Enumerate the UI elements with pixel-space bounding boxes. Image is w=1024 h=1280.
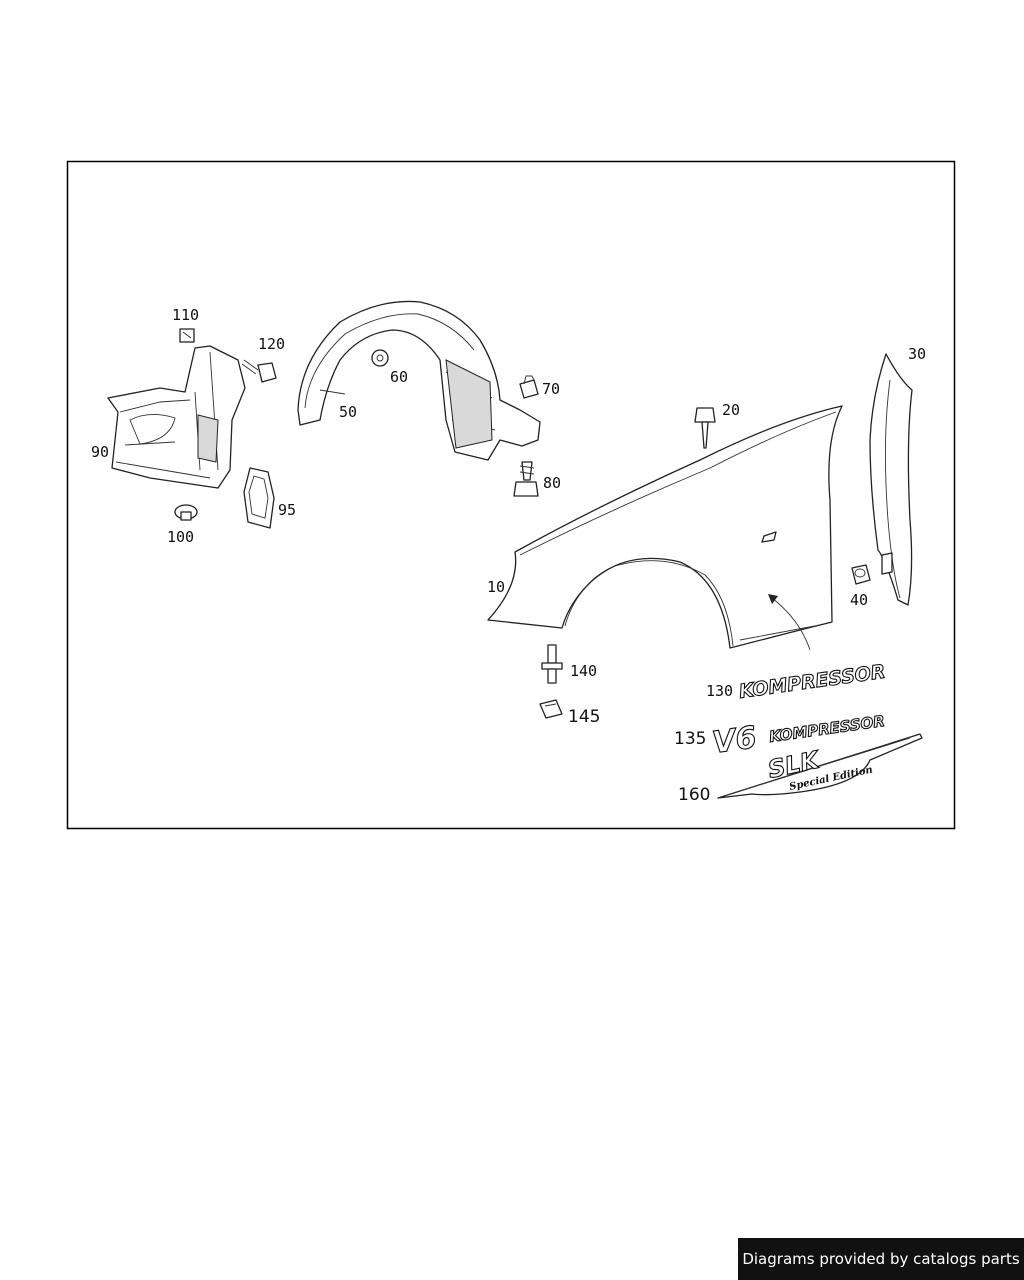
label-135: 135 xyxy=(674,729,706,749)
part-40-nut xyxy=(851,564,871,585)
part-95-gasket xyxy=(243,467,275,529)
part-120-screw xyxy=(241,359,277,383)
label-60: 60 xyxy=(390,368,408,386)
label-80: 80 xyxy=(543,474,561,492)
footer-text: Diagrams provided by catalogs parts xyxy=(742,1250,1020,1268)
part-50-wheel-liner xyxy=(297,300,541,461)
part-140-stud xyxy=(541,644,563,684)
part-90-bracket xyxy=(107,345,246,489)
label-30: 30 xyxy=(908,345,926,363)
label-160: 160 xyxy=(678,785,710,805)
label-95: 95 xyxy=(278,501,296,519)
label-50: 50 xyxy=(339,403,357,421)
label-20: 20 xyxy=(722,401,740,419)
part-80-screw xyxy=(513,461,539,497)
label-110: 110 xyxy=(172,306,199,324)
label-100: 100 xyxy=(167,528,194,546)
part-110-clip xyxy=(179,328,195,343)
label-10: 10 xyxy=(487,578,505,596)
part-100-nut xyxy=(174,504,198,521)
label-140: 140 xyxy=(570,662,597,680)
part-10-fender xyxy=(487,405,843,649)
emblem-135-kompressor-text: KOMPRESSOR xyxy=(768,712,886,746)
part-145-clip-nut xyxy=(539,699,563,719)
footer-banner: Diagrams provided by catalogs parts xyxy=(738,1238,1024,1280)
part-60-grommet xyxy=(371,349,389,367)
part-70-nut xyxy=(519,375,539,399)
emblem-135-v6-text: V6 xyxy=(710,720,759,761)
label-90: 90 xyxy=(91,443,109,461)
part-30-seal xyxy=(869,353,913,606)
label-40: 40 xyxy=(850,591,868,609)
emblem-130-text: KOMPRESSOR xyxy=(738,661,887,703)
label-145: 145 xyxy=(568,707,600,727)
label-70: 70 xyxy=(542,380,560,398)
arrow-130 xyxy=(768,594,811,651)
label-120: 120 xyxy=(258,335,285,353)
part-20-screw xyxy=(694,407,716,449)
label-130: 130 xyxy=(706,682,733,700)
diagram-frame xyxy=(66,160,956,830)
emblem-130: KOMPRESSOR xyxy=(737,660,887,703)
